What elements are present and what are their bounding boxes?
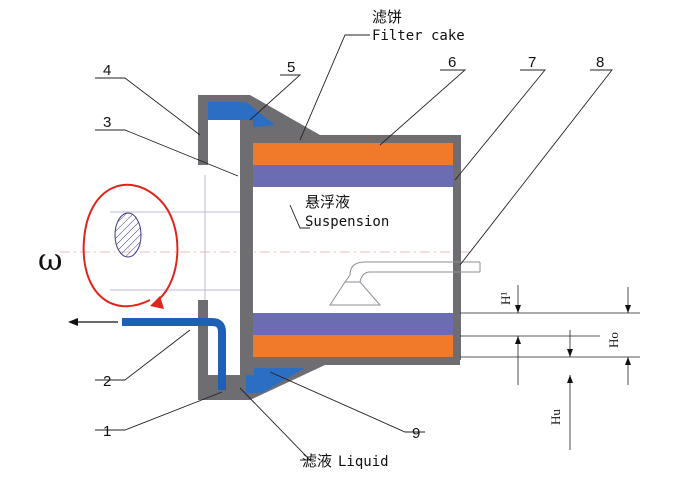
filter-cake-top <box>253 143 453 165</box>
collection-chamber <box>198 300 325 400</box>
filter-cake-bottom <box>253 335 453 357</box>
hu-label: Hu <box>548 409 563 425</box>
drum-right-wall <box>453 135 461 360</box>
skimmer-pipe <box>329 261 481 306</box>
drum-top-wall <box>248 135 460 143</box>
suspension-label-en: Suspension <box>305 214 389 230</box>
filter-cake-label-cn: 滤饼 <box>372 9 402 26</box>
part-number-8: 8 <box>596 54 604 71</box>
shaft-section <box>114 212 142 258</box>
liquid-label-cn: 滤液 <box>302 453 332 470</box>
rotation-arrow <box>82 183 179 309</box>
dimension-lines <box>460 285 640 450</box>
suspension-top <box>253 165 453 187</box>
part-number-4: 4 <box>103 62 111 79</box>
part-number-2: 2 <box>103 373 111 390</box>
shaft <box>60 175 475 380</box>
part-number-5: 5 <box>287 59 295 76</box>
drum <box>248 135 461 365</box>
drum-bottom-wall <box>248 357 460 365</box>
part-number-7: 7 <box>528 54 536 71</box>
part-number-6: 6 <box>448 54 456 71</box>
filter-cake-label-en: Filter cake <box>372 28 465 44</box>
leader-lines <box>95 34 613 461</box>
discharge-pipe <box>68 318 226 390</box>
back-plate <box>240 120 253 375</box>
omega-symbol: ω <box>38 243 62 278</box>
h1-label: H¹ <box>498 292 513 305</box>
part-number-1: 1 <box>103 423 111 440</box>
housing-left <box>198 95 320 375</box>
liquid-label-en: Liquid <box>338 454 389 470</box>
part-number-3: 3 <box>103 114 111 131</box>
ho-label: Ho <box>606 332 621 348</box>
suspension-label-cn: 悬浮液 <box>305 194 350 211</box>
suspension-bottom <box>253 313 453 335</box>
part-number-9: 9 <box>412 425 420 442</box>
